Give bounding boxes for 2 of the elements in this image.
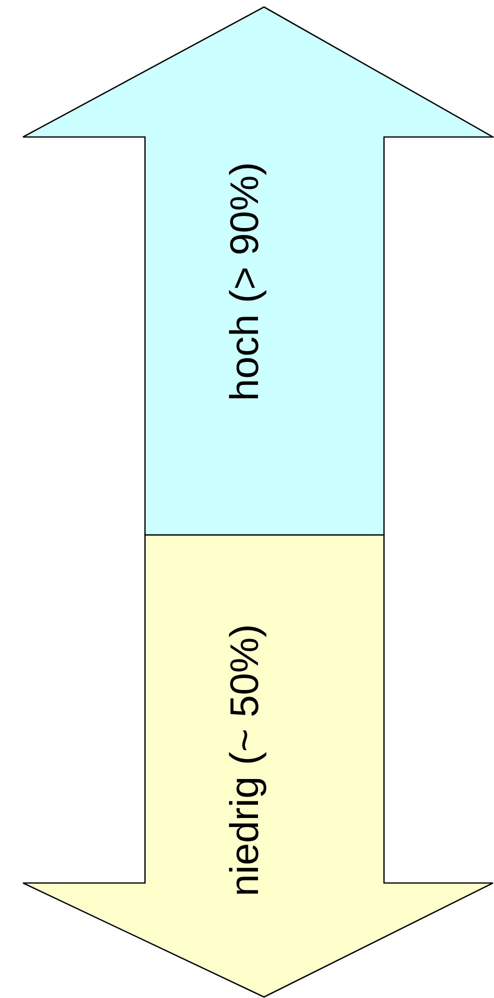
arrow-label: niedrig (~ 50%)	[225, 624, 265, 896]
arrow-label: hoch (> 90%)	[225, 162, 265, 402]
